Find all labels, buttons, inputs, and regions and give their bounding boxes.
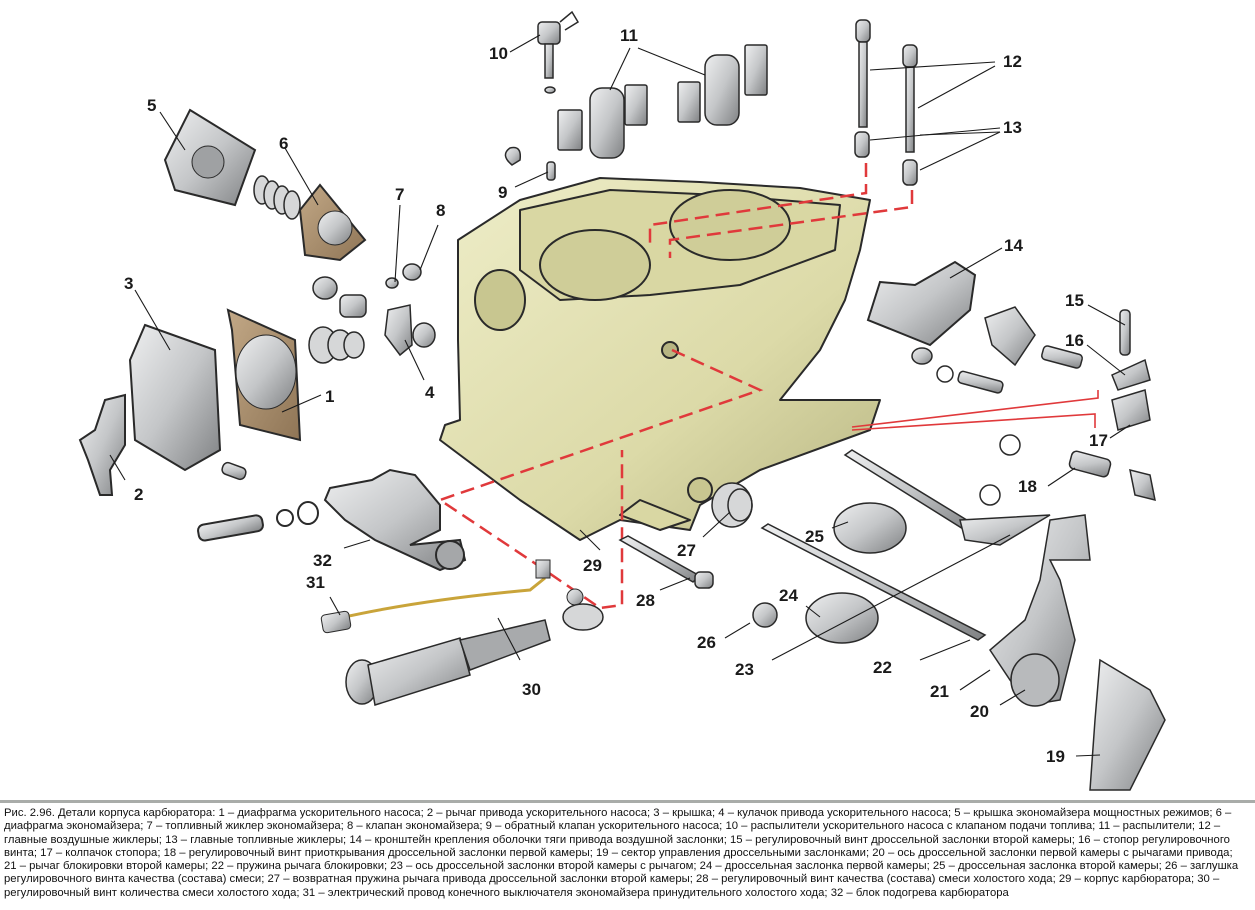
jets: [854, 19, 918, 186]
part-label-8: 8: [436, 201, 446, 220]
part-label-4: 4: [425, 383, 435, 402]
part-label-10: 10: [489, 44, 508, 63]
choke-bracket: [866, 260, 977, 347]
part-label-5: 5: [147, 96, 157, 115]
part-label-32: 32: [313, 551, 332, 570]
carburetor-body: [439, 177, 881, 541]
accelerator-sprayer: [537, 10, 580, 94]
part-label-31: 31: [306, 573, 325, 592]
part-label-6: 6: [279, 134, 289, 153]
part-label-11: 11: [620, 26, 638, 45]
leader-lines: [109, 34, 1131, 757]
figure-caption: Рис. 2.96. Детали корпуса карбюратора: 1…: [4, 807, 1239, 899]
part-label-28: 28: [636, 591, 655, 610]
pump-lever: [78, 393, 126, 496]
heater-block: [197, 468, 467, 572]
part-label-12: 12: [1003, 52, 1022, 71]
part-label-13: 13: [1003, 118, 1022, 137]
part-label-21: 21: [930, 682, 949, 701]
part-label-23: 23: [735, 660, 754, 679]
part-label-18: 18: [1018, 477, 1037, 496]
part-label-3: 3: [124, 274, 134, 293]
part-label-20: 20: [970, 702, 989, 721]
assembly-dashed-lines: [437, 163, 914, 610]
caption-bar: Рис. 2.96. Детали корпуса карбюратора: 1…: [0, 800, 1255, 910]
part-label-27: 27: [677, 541, 696, 560]
part-label-22: 22: [873, 658, 892, 677]
part-label-19: 19: [1046, 747, 1065, 766]
assembly-solid-lines: [851, 390, 1099, 431]
part-label-9: 9: [498, 183, 508, 202]
part-label-17: 17: [1089, 431, 1108, 450]
carburetor-parts-drawing: [78, 10, 1166, 791]
sprayers: [557, 44, 768, 159]
exploded-view-illustration: 1 2 3 4 5 6 7 8 9 10 11 12 13 14 15 16 1…: [78, 10, 1166, 791]
pump-cover: [128, 323, 222, 472]
part-label-29: 29: [583, 556, 602, 575]
part-label-25: 25: [805, 527, 824, 546]
part-label-15: 15: [1065, 291, 1084, 310]
part-label-16: 16: [1065, 331, 1084, 350]
part-label-7: 7: [395, 185, 405, 204]
part-label-1: 1: [325, 387, 335, 406]
part-label-2: 2: [134, 485, 144, 504]
part-label-24: 24: [779, 586, 798, 605]
part-label-14: 14: [1004, 236, 1023, 255]
part-label-30: 30: [522, 680, 541, 699]
part-label-26: 26: [697, 633, 716, 652]
